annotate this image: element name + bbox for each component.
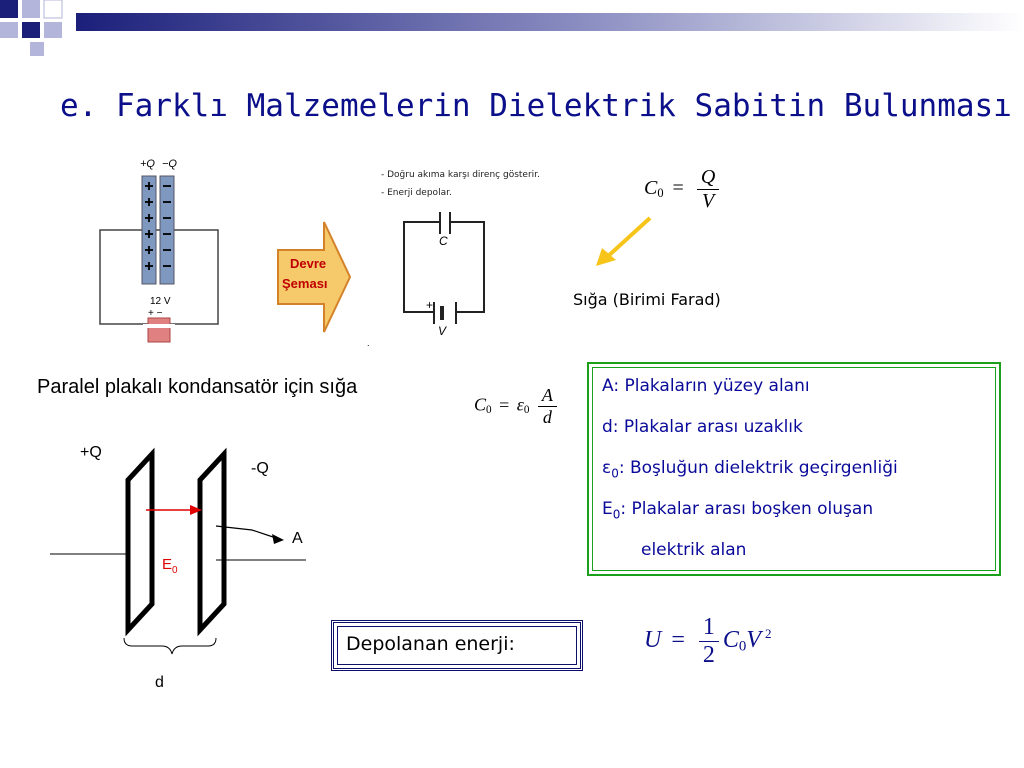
yellow-arrow-icon — [594, 214, 654, 268]
formula-epsilon: ε — [516, 394, 524, 415]
distance-label: d — [155, 674, 164, 691]
formula-fraction: 1 2 — [698, 614, 719, 669]
voltage-label: 12 V — [150, 296, 171, 307]
top-decoration — [0, 0, 1024, 38]
plus-q-label: +Q — [140, 158, 155, 170]
deco-square — [30, 42, 44, 56]
formula-equals: = — [499, 394, 510, 415]
formula-fraction: Q V — [696, 166, 720, 213]
capacitor-symbol-label: C — [439, 234, 448, 248]
circuit-notes: - Doğru akıma karşı direnç gösterir. - E… — [381, 166, 540, 202]
definition-line: d: Plakalar arası uzaklık — [602, 417, 803, 437]
formula-v: V — [746, 627, 762, 654]
definition-line: elektrik alan — [641, 540, 746, 560]
definition-text: elektrik alan — [641, 540, 747, 560]
plate-capacitance-formula: C0 = ε0 A d — [474, 385, 561, 428]
voltage-symbol-label: V — [438, 324, 447, 338]
formula-u: U — [644, 627, 662, 654]
definition-text: : Plakalar arası boşken oluşan — [620, 499, 874, 519]
formula-numerator: A — [537, 385, 557, 407]
plus-symbol-label: + — [426, 298, 434, 312]
field-symbol: E — [162, 556, 173, 573]
definition-text: : Boşluğun dielektrik geçirgenliği — [618, 458, 898, 478]
definition-text: : Plakalar arası uzaklık — [612, 417, 803, 437]
formula-c: C — [722, 627, 739, 654]
energy-label: Depolanan enerji: — [346, 633, 515, 655]
page-title: e. Farklı Malzemelerin Dielektrik Sabiti… — [60, 88, 1012, 124]
parallel-plate-heading: Paralel plakalı kondansatör için sığa — [37, 376, 358, 398]
energy-label-inner-border — [337, 626, 577, 665]
definition-line: A: Plakaların yüzey alanı — [602, 376, 810, 396]
definitions-box: A: Plakaların yüzey alanı d: Plakalar ar… — [587, 362, 1001, 576]
devre-semasi-arrow: Devre Şeması — [276, 220, 352, 334]
definition-symbol: d — [602, 417, 613, 437]
definitions-inner-border — [592, 367, 996, 571]
energy-label-box: Depolanan enerji: — [331, 620, 583, 671]
definition-line: E0: Plakalar arası boşken oluşan — [602, 499, 873, 521]
formula-sub: 0 — [486, 404, 492, 417]
formula-c-sub: 0 — [738, 638, 747, 655]
minus-q-label: -Q — [251, 460, 269, 477]
capacitance-label: Sığa (Birimi Farad) — [573, 290, 721, 309]
definition-text: : Plakaların yüzey alanı — [613, 376, 810, 396]
formula-denominator: 2 — [702, 642, 715, 668]
area-label: A — [292, 530, 303, 547]
formula-denominator: d — [542, 407, 552, 427]
capacitor-apparatus-image: +Q −Q 12 V + − — [96, 156, 222, 346]
definition-sub: 0 — [611, 466, 619, 481]
plus-q-label: +Q — [80, 444, 102, 461]
formula-c: C — [644, 177, 658, 200]
semasi-label: Şeması — [282, 276, 328, 291]
formula-numerator: Q — [696, 166, 720, 190]
formula-denominator: V — [701, 190, 715, 212]
circuit-note: - Enerji depolar. — [381, 188, 452, 198]
formula-epsilon-sub: 0 — [523, 404, 530, 417]
formula-c: C — [474, 394, 487, 415]
stray-dot: . — [367, 338, 370, 348]
formula-equals: = — [671, 627, 685, 654]
circuit-note: - Doğru akıma karşı direnç gösterir. — [381, 170, 540, 180]
definition-symbol: A — [602, 376, 614, 396]
definition-symbol: ε — [602, 458, 612, 478]
battery-terminals-label: + − — [148, 308, 163, 319]
circuit-schematic: C + V — [400, 212, 488, 352]
definition-symbol: E — [602, 499, 613, 519]
definition-sub: 0 — [612, 507, 621, 522]
definition-line: ε0: Boşluğun dielektrik geçirgenliği — [602, 458, 898, 480]
formula-exponent: 2 — [765, 626, 772, 642]
formula-sub: 0 — [657, 186, 664, 201]
field-label: E0 — [162, 556, 178, 576]
field-sub: 0 — [172, 565, 178, 576]
capacitance-formula: C0 = Q V — [644, 166, 723, 213]
devre-label: Devre — [290, 256, 327, 271]
minus-q-label: −Q — [162, 158, 177, 170]
formula-numerator: 1 — [698, 614, 719, 642]
parallel-plate-diagram: +Q -Q E0 A d — [40, 440, 320, 700]
formula-equals: = — [672, 177, 684, 200]
formula-fraction: A d — [537, 385, 557, 428]
